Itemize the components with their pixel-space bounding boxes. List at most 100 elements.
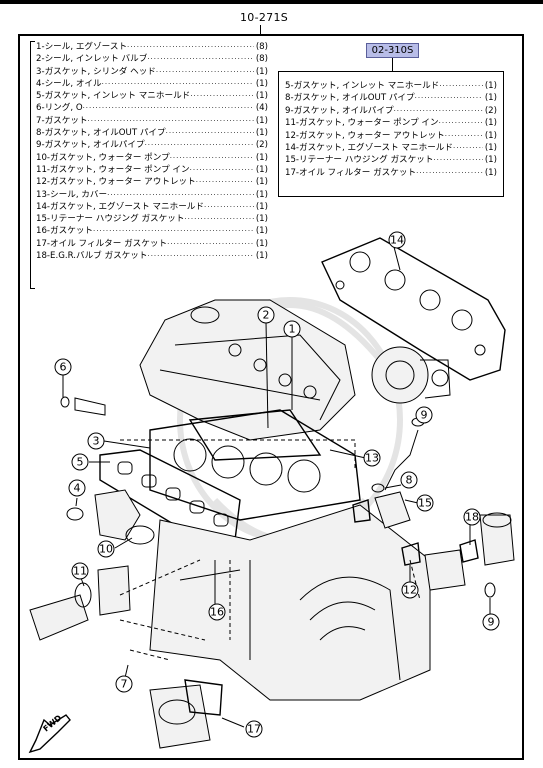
kit-code-badge: 02-310S xyxy=(366,43,419,58)
callout-label: 13 xyxy=(365,452,379,465)
callout-number: 1 xyxy=(283,320,301,338)
part-name: 11-ガスケット, ウォーター ポンプ イン xyxy=(285,118,439,129)
parts-list-row: 8-ガスケット, オイルOUT パイプ (1) xyxy=(285,92,497,104)
part-name: 12-ガスケット, ウォーター アウトレット xyxy=(36,177,196,188)
part-name: 15-リテーナー ハウジング ガスケット xyxy=(285,155,434,166)
parts-list-row: 8-ガスケット, オイルOUT パイプ(1) xyxy=(36,127,268,139)
callout-label: 2 xyxy=(263,309,270,322)
part-quantity: (1) xyxy=(255,189,268,200)
exhaust-manifold-gasket-drawing xyxy=(321,237,506,381)
part-quantity: (1) xyxy=(255,164,268,175)
part-number-code: 10-271S xyxy=(240,11,289,24)
kit-parts-box: 5-ガスケット, インレット マニホールド(1)8-ガスケット, オイルOUT … xyxy=(278,71,504,197)
part-name: 14-ガスケット, エグゾースト マニホールド xyxy=(36,201,204,212)
part-name: 14-ガスケット, エグゾースト マニホールド xyxy=(285,142,453,153)
callout-label: 15 xyxy=(418,497,432,510)
code-leader-line xyxy=(260,25,261,35)
callout-label: 17 xyxy=(247,723,261,736)
parts-list-row: 15-リテーナー ハウジング ガスケット (1) xyxy=(285,154,497,166)
callout-number: 16 xyxy=(208,603,226,621)
injector-o-ring-drawing xyxy=(60,396,106,416)
callout-label: 18 xyxy=(465,511,479,524)
callout-number: 2 xyxy=(257,306,275,324)
reference-lines xyxy=(119,439,421,661)
part-name: 13-シール, カバー xyxy=(36,189,108,200)
part-quantity: (1) xyxy=(484,130,497,141)
engine-block-drawing xyxy=(149,504,431,701)
part-name: 17-オイル フィルター ガスケット xyxy=(36,238,168,249)
callout-number: 12 xyxy=(401,581,419,599)
parts-list-row: 14-ガスケット, エグゾースト マニホールド (1) xyxy=(285,142,497,154)
callout-label: 11 xyxy=(73,565,87,578)
part-name: 8-ガスケット, オイルOUT パイプ xyxy=(285,93,415,104)
parts-list-row: 4-シール, オイル(1) xyxy=(36,78,268,90)
part-name: 6-リング, O xyxy=(36,103,83,114)
parts-list-bracket xyxy=(30,41,35,289)
part-quantity: (1) xyxy=(255,66,268,77)
part-quantity: (4) xyxy=(255,103,268,114)
part-quantity: (1) xyxy=(255,226,268,237)
part-name: 5-ガスケット, インレット マニホールド xyxy=(285,81,440,91)
kit-leader-line xyxy=(392,58,393,71)
part-quantity: (1) xyxy=(484,167,497,178)
part-quantity: (1) xyxy=(255,214,268,225)
callout-number: 13 xyxy=(363,449,381,467)
callout-number: 6 xyxy=(54,358,72,376)
part-quantity: (1) xyxy=(484,155,497,166)
parts-list-row: 18-E.G.R.バルブ ガスケット(1) xyxy=(36,250,268,262)
parts-list-row: 12-ガスケット, ウォーター アウトレット(1) xyxy=(36,176,268,188)
parts-list-row: 15-リテーナー ハウジング ガスケット(1) xyxy=(36,213,268,225)
part-name: 17-オイル フィルター ガスケット xyxy=(285,167,417,178)
part-name: 11-ガスケット, ウォーター ポンプ イン xyxy=(36,164,190,175)
callout-label: 3 xyxy=(93,435,100,448)
parts-list-row: 1-シール, エグゾースト(8) xyxy=(36,41,268,53)
part-name: 16-ガスケット xyxy=(36,226,94,237)
part-quantity: (2) xyxy=(484,105,497,116)
parts-list-row: 14-ガスケット, エグゾースト マニホールド (1) xyxy=(36,201,268,213)
callout-label: 8 xyxy=(406,474,413,487)
part-quantity: (1) xyxy=(255,152,268,163)
callout-label: 5 xyxy=(77,456,84,469)
parts-list-row: 2-シール, インレット バルブ(8) xyxy=(36,53,268,65)
parts-list-row: 11-ガスケット, ウォーター ポンプ イン (1) xyxy=(36,164,268,176)
part-quantity: (1) xyxy=(484,142,497,153)
part-name: 9-ガスケット, オイルパイプ xyxy=(285,105,394,116)
part-name: 1-シール, エグゾースト xyxy=(36,42,128,52)
callout-label: 9 xyxy=(488,616,495,629)
part-quantity: (1) xyxy=(255,201,268,212)
cylinder-head-gasket-drawing xyxy=(149,409,361,521)
callout-label: 4 xyxy=(74,482,81,495)
water-pump-parts-drawing xyxy=(29,489,155,641)
part-name: 10-ガスケット, ウォーター ポンプ xyxy=(36,152,170,163)
diagram-frame xyxy=(18,34,524,760)
callout-number: 17 xyxy=(245,720,263,738)
parts-list-row: 12-ガスケット, ウォーター アウトレット (1) xyxy=(285,130,497,142)
callout-number: 15 xyxy=(416,494,434,512)
part-name: 12-ガスケット, ウォーター アウトレット xyxy=(285,130,445,141)
callout-number: 14 xyxy=(388,231,406,249)
part-quantity: (1) xyxy=(255,251,268,262)
parts-list-row: 11-ガスケット, ウォーター ポンプ イン(1) xyxy=(285,117,497,129)
right-side-parts-drawing xyxy=(352,417,515,598)
callout-number: 7 xyxy=(115,675,133,693)
parts-list-row: 17-オイル フィルター ガスケット (1) xyxy=(285,167,497,179)
parts-list-row: 7-ガスケット(1) xyxy=(36,115,268,127)
parts-list-row: 13-シール, カバー (1) xyxy=(36,189,268,201)
callout-label: 10 xyxy=(99,543,113,556)
callout-number: 8 xyxy=(400,471,418,489)
fwd-arrow: FWD xyxy=(28,713,71,754)
part-quantity: (2) xyxy=(255,140,268,151)
oil-filter-housing-drawing xyxy=(149,679,223,749)
part-name: 4-シール, オイル xyxy=(36,78,102,89)
part-quantity: (1) xyxy=(255,128,268,139)
callout-number: 4 xyxy=(68,479,86,497)
part-name: 9-ガスケット, オイルパイプ xyxy=(36,140,145,151)
parts-list-row: 17-オイル フィルター ガスケット(1) xyxy=(36,238,268,250)
turbocharger-drawing xyxy=(371,346,451,404)
part-quantity: (1) xyxy=(484,93,497,104)
parts-list-row: 5-ガスケット, インレット マニホールド(1) xyxy=(285,80,497,92)
parts-list-row: 5-ガスケット, インレット マニホールド(1) xyxy=(36,90,268,102)
parts-list-row: 6-リング, O (4) xyxy=(36,102,268,114)
